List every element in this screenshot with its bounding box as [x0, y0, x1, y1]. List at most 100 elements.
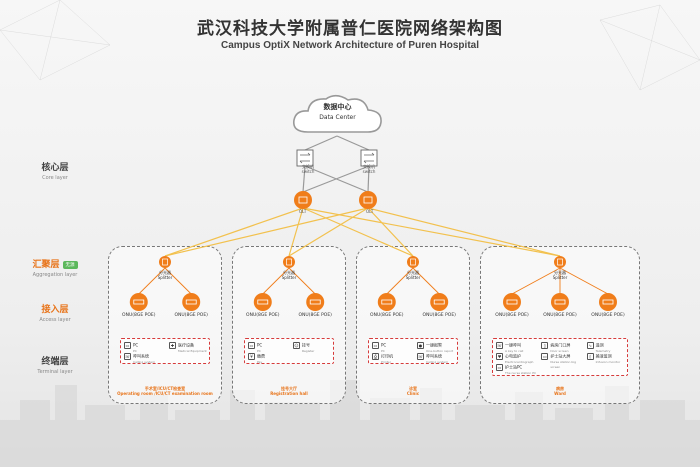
splitter-icon [407, 256, 419, 268]
terminal-label: 呼叫系统 [426, 353, 442, 359]
splitter-icon [283, 256, 295, 268]
layer-access: 接入层 Access layer [0, 302, 110, 323]
onu-glyph-icon [602, 299, 614, 305]
onu-label: ONU(8GE POE) [370, 313, 404, 318]
terminal-label: 遥测 [595, 342, 604, 348]
layer-terminal: 终端层 Terminal layer [0, 354, 110, 375]
fiber-link [367, 207, 561, 257]
pc-icon: ▭ [124, 342, 131, 349]
zone-box-clinic [356, 246, 470, 404]
splitter-icon [159, 256, 171, 268]
onu-link [138, 267, 166, 295]
terminal-sublabel: Telemetry [595, 349, 611, 353]
terminal-label: 输液监测 [595, 353, 612, 359]
terminal-box [120, 338, 210, 364]
onu-label: ONU(8GE POE) [422, 313, 456, 318]
terminal-box [368, 338, 458, 364]
terminal-sublabel: PC [257, 349, 261, 353]
page-title: 武汉科技大学附属普仁医院网络架构图 [197, 19, 503, 39]
telemetry-icon: ∿ [586, 342, 594, 349]
terminal-label: 心电监护 [505, 353, 521, 359]
olt-left-label: OLT [299, 209, 307, 214]
data-center-cloud-icon [292, 94, 382, 133]
terminal-label: PC [257, 342, 263, 348]
onu-glyph-icon [133, 299, 145, 305]
zone-name-en: Operating room /ICU/CT examination room [117, 391, 213, 396]
terminal-label: 护士站PC [505, 364, 523, 370]
layer-aggregation-label: 汇聚层 [32, 260, 60, 270]
layer-core-label: 核心层 [41, 163, 69, 173]
layer-access-label: 接入层 [41, 305, 69, 315]
layer-core-sublabel: Core layer [42, 175, 68, 181]
onu-label: ONU(8GE POE) [246, 313, 280, 318]
terminal-sublabel: Nurse station big screen [550, 360, 576, 369]
terminal-sublabel: Door screen [550, 349, 569, 353]
olt-right-label: OLT [366, 209, 374, 214]
terminal-label: 一键呼叫 [505, 342, 521, 348]
pay-icon: ¥ [248, 353, 255, 360]
onu-icon [182, 293, 201, 311]
core-link [336, 135, 370, 151]
onu-icon [377, 293, 396, 311]
medical-equipment-icon: ✚ [169, 342, 176, 349]
onu-link [559, 267, 609, 295]
layer-access-sublabel: Access layer [39, 317, 71, 323]
onu-label: ONU(8GE POE) [174, 313, 208, 318]
zone-name-en: Clinic [406, 391, 420, 396]
door-screen-icon: ▯ [541, 342, 549, 349]
splitter-icon [554, 256, 566, 268]
terminal-label: 医疗设备 [178, 342, 194, 348]
terminal-sublabel: Infusion monitor [595, 360, 621, 364]
core-link [367, 165, 370, 193]
onu-icon [503, 293, 521, 311]
ecg-icon: ♥ [496, 353, 503, 360]
olt-icon [294, 191, 312, 209]
onu-glyph-icon [309, 299, 321, 305]
core-link [304, 135, 338, 151]
onu-glyph-icon [433, 299, 445, 305]
terminal-label: 打印机 [381, 353, 393, 359]
terminal-sublabel: One-button report [426, 349, 454, 353]
calling-system-icon: ☏ [417, 353, 424, 360]
core-link [302, 165, 370, 193]
terminal-sublabel: Pay [257, 360, 263, 364]
pc-icon: ▭ [248, 342, 255, 349]
zone-name-cn: 病房 [556, 386, 564, 391]
fiber-link [288, 207, 304, 257]
infusion-icon: ◊ [586, 353, 594, 360]
zone-name-en: Registration hall [270, 391, 308, 396]
layer-aggregation: 汇聚层无源 Aggregation layer [0, 257, 110, 278]
splitter-glyph-icon [286, 258, 292, 266]
onu-link [262, 267, 290, 295]
onu-label: ONU(8GE POE) [122, 313, 156, 318]
splitter-glyph-icon [162, 258, 168, 266]
zone-name-en: Ward [554, 391, 566, 396]
onu-link [164, 267, 192, 295]
printer-icon: ⎙ [372, 353, 379, 360]
register-icon: ☺ [293, 342, 300, 349]
core-link [302, 165, 306, 193]
onu-icon [599, 293, 617, 311]
terminal-sublabel: Electrocardiograph [505, 360, 534, 364]
onu-icon [129, 293, 148, 311]
fiber-link [164, 207, 369, 257]
terminal-label: PC [381, 342, 387, 348]
